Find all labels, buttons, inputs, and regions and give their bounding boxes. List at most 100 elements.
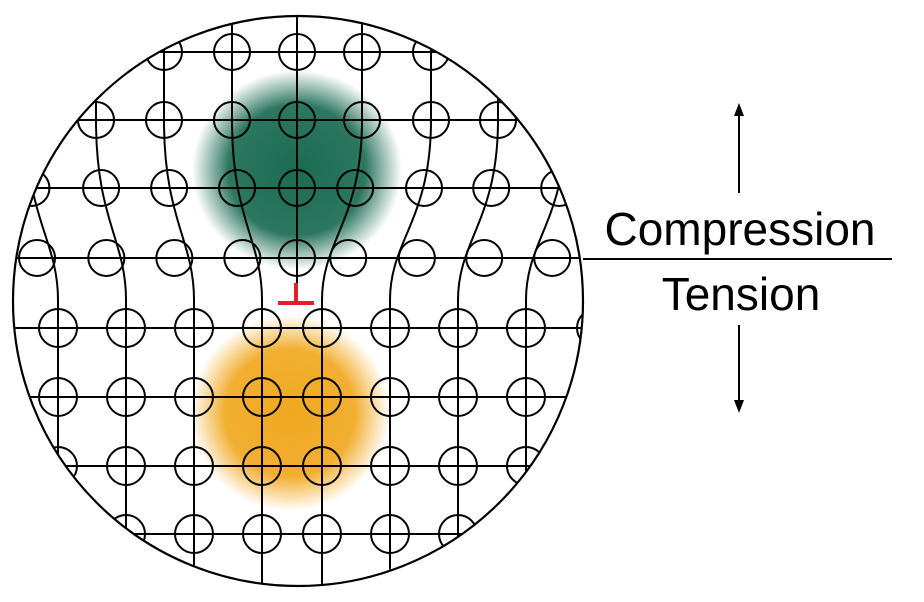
lattice-column-line: [525, 16, 567, 586]
atom-circle: [150, 169, 189, 207]
atom-circle: [218, 169, 257, 207]
lattice-column-line: [596, 0, 636, 602]
lattice-column-line: [163, 16, 195, 586]
atom-circle: [343, 101, 381, 139]
atom-circle: [0, 515, 7, 553]
atom-circle: [618, 102, 654, 138]
atom-circle: [438, 446, 478, 486]
atom-circle: [302, 377, 342, 417]
lattice-column-line: [25, 16, 59, 586]
atom-circle: [0, 447, 7, 485]
compression-label: Compression: [605, 203, 876, 255]
atom-circle: [8, 0, 44, 6]
atom-circle: [174, 584, 214, 586]
atom-circle: [533, 239, 572, 277]
lattice-column-line: [457, 16, 499, 586]
atom-circle: [174, 446, 214, 486]
lattice-column-line: [389, 16, 432, 586]
atom-circle: [611, 170, 647, 206]
atom-circle: [302, 446, 342, 486]
tension-label: Tension: [662, 268, 821, 320]
atom-circle: [618, 34, 654, 70]
atom-circle: [547, 101, 583, 139]
atom-circle: [370, 584, 410, 586]
atom-circle: [106, 446, 146, 486]
atom-circle: [38, 377, 78, 417]
atom-circle: [0, 309, 7, 347]
atom-circle: [370, 308, 410, 348]
atom-circle: [18, 239, 57, 277]
atom-circle: [576, 446, 583, 486]
atom-circle: [438, 308, 478, 348]
atom-circle: [465, 239, 504, 277]
atom-circle: [174, 514, 214, 554]
atom-circle: [506, 377, 546, 417]
atom-circle: [329, 239, 368, 277]
atom-circle: [472, 169, 511, 207]
atom-circle: [370, 377, 410, 417]
atom-circle: [38, 308, 78, 348]
atom-circle: [618, 0, 654, 6]
atom-circle: [77, 33, 115, 71]
atom-circle: [13, 33, 45, 71]
atom-circle: [278, 169, 316, 207]
atom-circle: [547, 33, 583, 71]
atom-circle: [576, 308, 583, 348]
atom-circle: [0, 585, 7, 602]
atom-circle: [0, 378, 7, 416]
atom-circle: [145, 101, 183, 139]
atom-circle: [242, 377, 282, 417]
atom-circle: [576, 377, 583, 417]
atom-circle: [174, 377, 214, 417]
atom-circle: [302, 584, 342, 586]
atom-circle: [576, 514, 583, 554]
atom-circle: [38, 514, 78, 554]
edge-dislocation-icon: [278, 283, 314, 305]
arrow-up-icon: [734, 103, 744, 193]
atom-circle: [213, 33, 251, 71]
atom-circle: [576, 584, 583, 586]
tension-zone: [190, 315, 390, 511]
atom-circle: [548, 0, 584, 6]
atom-circle: [278, 101, 316, 139]
atom-circle: [479, 33, 517, 71]
atom-circle: [78, 0, 114, 6]
atom-circle: [438, 584, 478, 586]
atom-circle: [506, 584, 546, 586]
atom-circle: [344, 0, 380, 6]
atom-circle: [412, 101, 450, 139]
grain-boundary-circle: [11, 14, 585, 588]
lattice-column-line: [321, 16, 363, 586]
atom-circle: [242, 446, 282, 486]
atom-circle: [279, 0, 315, 6]
atom-circle: [213, 101, 251, 139]
atom-circle: [13, 101, 45, 139]
atom-circle: [302, 514, 342, 554]
atom-circle: [155, 239, 194, 277]
atom-circle: [82, 169, 121, 207]
atom-circle: [506, 308, 546, 348]
atom-circle: [106, 308, 146, 348]
atom-circle: [278, 33, 316, 71]
atom-circle: [397, 239, 436, 277]
atom-circle: [370, 446, 410, 486]
atom-circle: [38, 584, 78, 586]
atom-circle: [413, 0, 449, 6]
atom-circle: [146, 0, 182, 6]
atom-circle: [106, 377, 146, 417]
atom-circle: [479, 101, 517, 139]
atom-circle: [370, 514, 410, 554]
atom-circle: [174, 308, 214, 348]
atom-circle: [480, 0, 516, 6]
atom-circle: [343, 33, 381, 71]
atom-circle: [278, 239, 316, 277]
lattice-column-line: [95, 16, 127, 586]
atom-circle: [302, 308, 342, 348]
atom-circle: [106, 584, 146, 586]
atom-circle: [242, 584, 282, 586]
atom-circle: [506, 514, 546, 554]
atom-circle: [336, 169, 375, 207]
lattice-column-line: [231, 16, 263, 586]
